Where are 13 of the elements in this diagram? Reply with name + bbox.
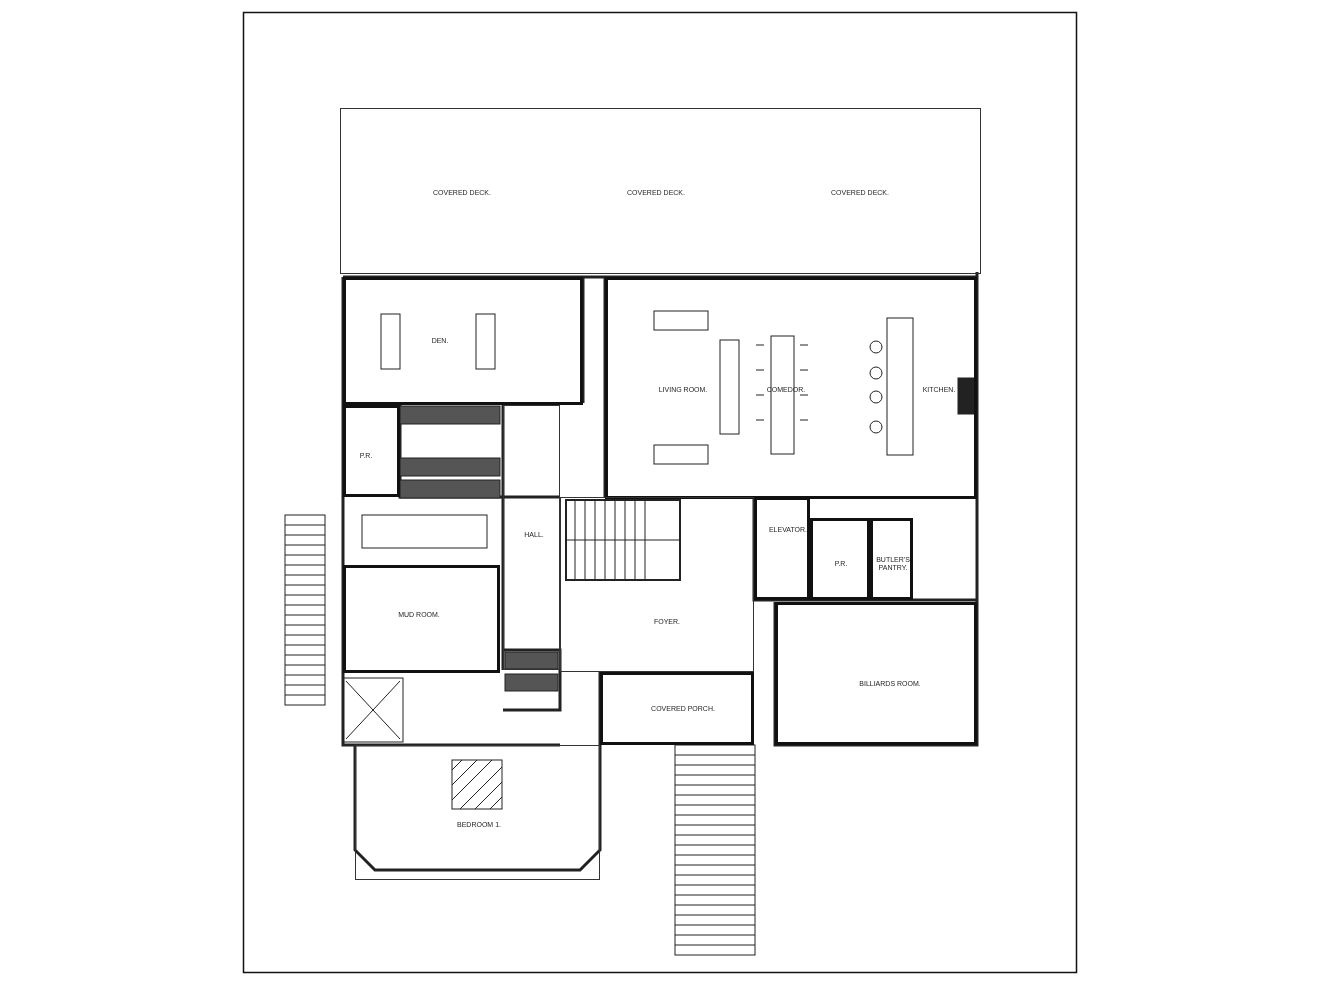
room-outline — [870, 518, 913, 600]
room-outline — [343, 405, 400, 497]
room-outline — [775, 602, 977, 745]
room-outline — [343, 277, 583, 405]
room-outline — [600, 672, 754, 745]
room-outline — [810, 518, 870, 600]
room-outline — [503, 405, 560, 670]
room-outline — [355, 745, 600, 880]
room-outline — [754, 497, 810, 600]
room-outline — [343, 565, 500, 673]
room-outline — [560, 497, 754, 672]
room-outline — [605, 277, 977, 499]
room-outline — [340, 108, 981, 274]
